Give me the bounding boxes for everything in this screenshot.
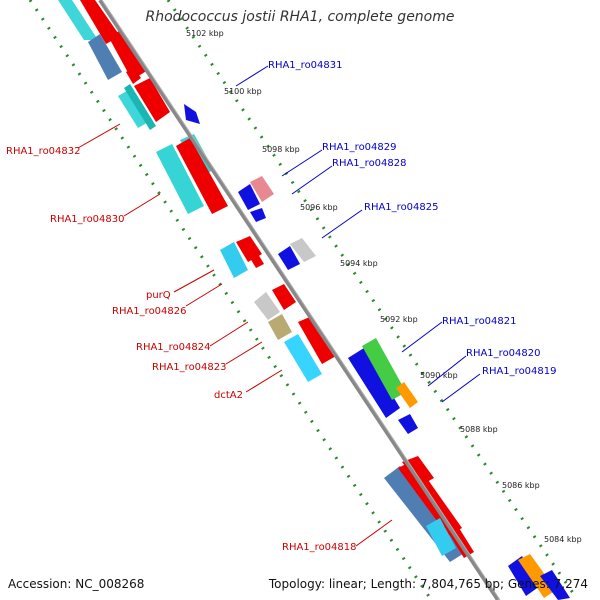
- gene-arrow: [290, 238, 316, 262]
- tick-label: 5098 kbp: [262, 145, 300, 154]
- gene-label-ro04829: RHA1_ro04829: [322, 142, 397, 153]
- gene-arrow: [278, 246, 300, 270]
- gene-arrow: [238, 184, 260, 210]
- gene-arrow: [426, 518, 456, 556]
- tick-label: 5084 kbp: [544, 535, 582, 544]
- gene-label-ro04828: RHA1_ro04828: [332, 158, 407, 169]
- gene-arrow: [540, 570, 570, 600]
- gene-arrow: [250, 254, 264, 268]
- gene-arrow: [298, 316, 336, 364]
- tick-label: 5090 kbp: [420, 371, 458, 380]
- gene-label-ro04825: RHA1_ro04825: [364, 202, 439, 213]
- gene-label-ro04830: RHA1_ro04830: [50, 214, 125, 225]
- gene-arrow: [58, 0, 98, 40]
- gene-labels-left: RHA1_ro04832 RHA1_ro04830 purQ RHA1_ro04…: [6, 146, 357, 553]
- tick-label: 5100 kbp: [224, 87, 262, 96]
- topology-text: Topology: linear; Length: 7,804,765 bp; …: [268, 577, 588, 591]
- gene-features: [58, 0, 570, 600]
- gene-arrow: [126, 68, 141, 84]
- gene-label-ro04818: RHA1_ro04818: [282, 542, 357, 553]
- gene-arrow: [220, 242, 248, 278]
- gene-label-ro04832: RHA1_ro04832: [6, 146, 81, 157]
- tick-label: 5088 kbp: [460, 425, 498, 434]
- gene-label-ro04820: RHA1_ro04820: [466, 348, 541, 359]
- gene-arrow: [156, 144, 204, 214]
- tick-label: 5092 kbp: [380, 315, 418, 324]
- tick-label: 5102 kbp: [186, 29, 224, 38]
- gene-arrow: [134, 78, 170, 122]
- gene-arrow: [254, 292, 280, 320]
- gene-arrow: [124, 84, 156, 130]
- tick-label: 5094 kbp: [340, 259, 378, 268]
- gene-label-ro04831: RHA1_ro04831: [268, 60, 343, 71]
- gene-arrow: [348, 348, 400, 418]
- tick-label: 5096 kbp: [300, 203, 338, 212]
- gene-label-ro04824: RHA1_ro04824: [136, 342, 211, 353]
- map-title: Rhodococcus jostii RHA1, complete genome: [145, 9, 455, 25]
- gene-label-ro04823: RHA1_ro04823: [152, 362, 227, 373]
- leader-lines: [77, 65, 481, 547]
- gene-label-dcta2: dctA2: [214, 390, 243, 401]
- gene-arrow: [80, 0, 120, 44]
- gene-labels-right: RHA1_ro04831 RHA1_ro04829 RHA1_ro04828 R…: [268, 60, 557, 377]
- tick-labels: 5102 kbp 5100 kbp 5098 kbp 5096 kbp 5094…: [186, 29, 582, 544]
- gene-arrow: [250, 208, 266, 222]
- gene-arrow: [284, 334, 322, 382]
- accession-text: Accession: NC_008268: [8, 577, 145, 591]
- gene-arrow: [272, 284, 296, 310]
- gene-arrow: [508, 556, 540, 596]
- gene-arrow: [250, 176, 274, 202]
- tick-label: 5086 kbp: [502, 481, 540, 490]
- gene-label-ro04819: RHA1_ro04819: [482, 366, 557, 377]
- gene-arrow: [396, 382, 418, 408]
- gene-label-purq: purQ: [146, 290, 171, 301]
- gene-arrow: [176, 138, 228, 214]
- genome-backbone: [98, 0, 501, 600]
- gene-arrow: [268, 314, 292, 340]
- gene-arrow: [108, 30, 148, 80]
- gene-label-ro04821: RHA1_ro04821: [442, 316, 517, 327]
- gene-label-ro04826: RHA1_ro04826: [112, 306, 187, 317]
- gene-arrow: [398, 414, 418, 434]
- gene-arrow: [88, 34, 122, 80]
- gene-arrow: [184, 104, 200, 124]
- gene-arrow: [362, 338, 406, 400]
- gene-arrow: [518, 554, 556, 598]
